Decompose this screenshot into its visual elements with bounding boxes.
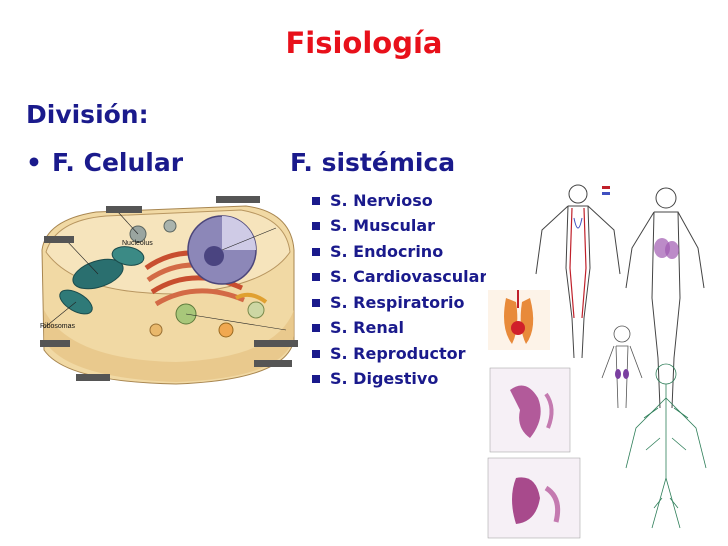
square-bullet-icon	[312, 349, 320, 358]
division-heading: División:	[26, 100, 149, 129]
systems-list: S. Nervioso S. Muscular S. Endocrino S. …	[312, 188, 487, 392]
square-bullet-icon	[312, 196, 320, 205]
list-item: S. Muscular	[312, 214, 487, 240]
square-bullet-icon	[312, 298, 320, 307]
list-item: S. Respiratorio	[312, 290, 487, 316]
square-bullet-icon	[312, 324, 320, 333]
cell-illustration: Nucleolus Ribosomas	[36, 190, 300, 386]
square-bullet-icon	[312, 222, 320, 231]
list-item: S. Renal	[312, 316, 487, 342]
square-bullet-icon	[312, 375, 320, 384]
bullet-dot: •	[26, 148, 42, 177]
celular-label: F. Celular	[52, 148, 184, 177]
square-bullet-icon	[312, 273, 320, 282]
bullet-celular: • F. Celular	[26, 148, 183, 177]
slide-title: Fisiología	[285, 26, 443, 60]
list-item: S. Nervioso	[312, 188, 487, 214]
sistemica-label: F. sistémica	[290, 148, 456, 177]
nucleolus-label: Nucleolus	[122, 240, 153, 247]
ribosomas-label: Ribosomas	[40, 323, 76, 330]
list-item: S. Digestivo	[312, 367, 487, 393]
list-item: S. Reproductor	[312, 341, 487, 367]
list-item: S. Endocrino	[312, 239, 487, 265]
list-item: S. Cardiovascular	[312, 265, 487, 291]
body-systems-illustration	[486, 178, 726, 543]
square-bullet-icon	[312, 247, 320, 256]
